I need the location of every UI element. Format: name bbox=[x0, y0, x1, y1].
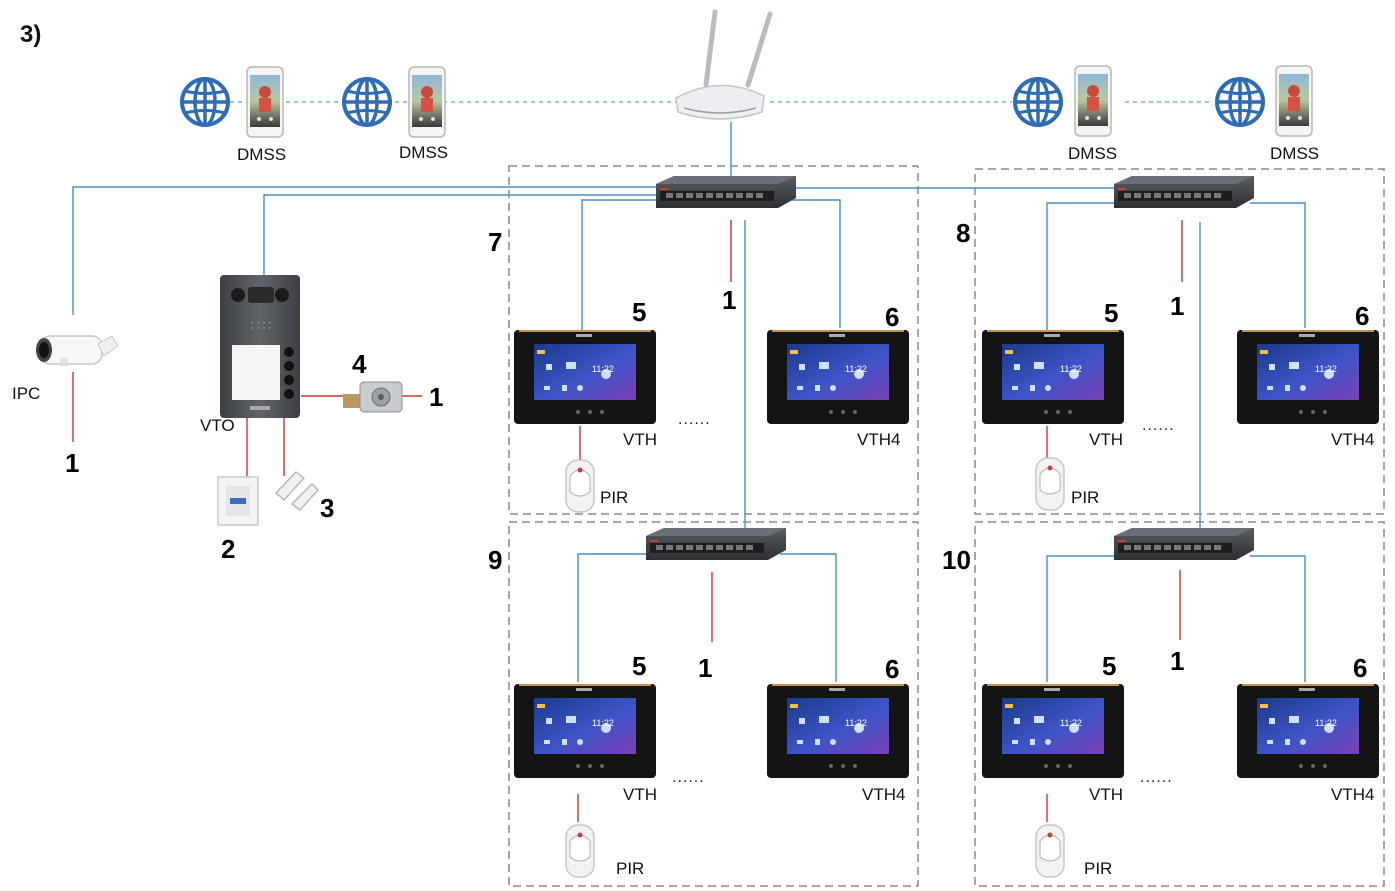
poe-switch-icon bbox=[1114, 528, 1254, 560]
callout-number: 6 bbox=[1355, 301, 1369, 331]
poe-switch-icon bbox=[1114, 176, 1254, 208]
callout-number: 1 bbox=[698, 653, 712, 683]
screen-time: 11:22 bbox=[1060, 364, 1082, 374]
callout-number: 1 bbox=[1170, 291, 1184, 321]
vth4-monitor-icon bbox=[1237, 330, 1379, 424]
electric-lock-icon bbox=[343, 381, 403, 413]
ipc-camera-icon bbox=[36, 335, 119, 366]
screen-time: 11:22 bbox=[592, 364, 614, 374]
group-box-10 bbox=[974, 521, 1385, 887]
dmss-label: DMSS bbox=[1068, 144, 1117, 163]
poe-switch-icon bbox=[656, 176, 796, 208]
poe-switch-icon bbox=[646, 528, 786, 560]
callout-number: 2 bbox=[221, 534, 235, 564]
smartphone-icon bbox=[408, 66, 446, 138]
group-box-9 bbox=[508, 521, 919, 887]
vth-monitor-icon bbox=[982, 684, 1124, 778]
callout-number: 10 bbox=[942, 545, 971, 575]
callout-number: 6 bbox=[885, 654, 899, 684]
pir-sensor-icon bbox=[1035, 824, 1065, 878]
door-sensor-icon bbox=[274, 471, 320, 512]
callout-number: 5 bbox=[1102, 651, 1116, 681]
vth4-label: VTH4 bbox=[857, 430, 900, 449]
callout-number: 1 bbox=[722, 285, 736, 315]
vth-label: VTH bbox=[1089, 785, 1123, 804]
more-devices-ellipsis: ...... bbox=[1142, 417, 1175, 434]
vth-label: VTH bbox=[623, 785, 657, 804]
vto-label: VTO bbox=[200, 416, 235, 435]
vth-monitor-icon bbox=[514, 684, 656, 778]
globe-icon bbox=[1215, 77, 1265, 127]
pir-label: PIR bbox=[1071, 488, 1099, 507]
group-box-7 bbox=[508, 165, 919, 515]
more-devices-ellipsis: ...... bbox=[1140, 769, 1173, 786]
callout-number: 1 bbox=[1170, 646, 1184, 676]
vth4-monitor-icon bbox=[767, 684, 909, 778]
callout-number: 5 bbox=[1104, 298, 1118, 328]
screen-time: 11:22 bbox=[1060, 718, 1082, 728]
vth4-label: VTH4 bbox=[1331, 785, 1374, 804]
callout-number: 5 bbox=[632, 297, 646, 327]
callout-number: 9 bbox=[488, 545, 502, 575]
router-icon bbox=[675, 9, 773, 120]
pir-label: PIR bbox=[1084, 859, 1112, 878]
smartphone-icon bbox=[1074, 65, 1112, 137]
ipc-label: IPC bbox=[12, 384, 40, 403]
vth4-monitor-icon bbox=[767, 330, 909, 424]
dmss-label: DMSS bbox=[237, 145, 286, 164]
callout-number: 1 bbox=[429, 382, 443, 412]
screen-time: 11:22 bbox=[845, 718, 867, 728]
pir-sensor-icon bbox=[1035, 457, 1065, 511]
pir-sensor-icon bbox=[565, 459, 595, 513]
globe-icon bbox=[342, 77, 392, 127]
screen-time: 11:22 bbox=[592, 718, 614, 728]
globe-icon bbox=[1013, 77, 1063, 127]
vth4-label: VTH4 bbox=[1331, 430, 1374, 449]
globe-icon bbox=[180, 77, 230, 127]
pir-label: PIR bbox=[616, 859, 644, 878]
smartphone-icon bbox=[246, 66, 284, 138]
vth4-monitor-icon bbox=[1237, 684, 1379, 778]
callout-number: 8 bbox=[956, 218, 970, 248]
smartphone-icon bbox=[1275, 65, 1313, 137]
callout-number: 4 bbox=[352, 349, 367, 379]
vth-monitor-icon bbox=[514, 330, 656, 424]
callout-number: 1 bbox=[65, 448, 79, 478]
screen-time: 11:22 bbox=[1315, 364, 1337, 374]
vto-door-station-icon bbox=[220, 275, 300, 418]
vth-label: VTH bbox=[1089, 430, 1123, 449]
vth-monitor-icon bbox=[982, 330, 1124, 424]
pir-sensor-icon bbox=[565, 824, 595, 878]
callout-number: 5 bbox=[632, 651, 646, 681]
callout-number: 6 bbox=[1353, 653, 1367, 683]
screen-time: 11:22 bbox=[845, 364, 867, 374]
callout-number: 7 bbox=[488, 227, 502, 257]
dmss-label: DMSS bbox=[399, 143, 448, 162]
vth4-label: VTH4 bbox=[862, 785, 905, 804]
network-cables bbox=[72, 122, 1306, 682]
screen-time: 11:22 bbox=[1315, 718, 1337, 728]
dmss-label: DMSS bbox=[1270, 144, 1319, 163]
pir-label: PIR bbox=[600, 488, 628, 507]
exit-button-icon bbox=[217, 476, 259, 526]
more-devices-ellipsis: ...... bbox=[672, 769, 705, 786]
more-devices-ellipsis: ...... bbox=[678, 411, 711, 428]
callout-number: 3 bbox=[320, 493, 334, 523]
callout-number: 6 bbox=[885, 302, 899, 332]
figure-label: 3) bbox=[20, 21, 41, 48]
vth-label: VTH bbox=[623, 430, 657, 449]
